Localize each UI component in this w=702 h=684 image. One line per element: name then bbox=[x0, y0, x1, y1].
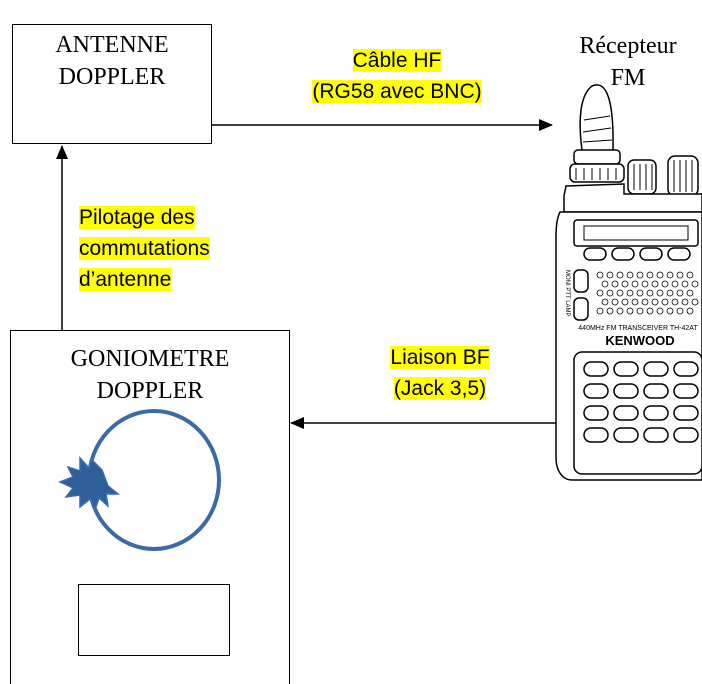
goniometer-box-line1: GONIOMETRE bbox=[70, 346, 230, 372]
goniometer-doppler-box: GONIOMETRE DOPPLER bbox=[10, 330, 290, 684]
antenna-box-line1: ANTENNE bbox=[55, 32, 169, 58]
bf-link-line2: (Jack 3,5) bbox=[393, 377, 487, 400]
antenna-box-line2: DOPPLER bbox=[58, 64, 166, 90]
kenwood-radio-icon bbox=[555, 84, 702, 481]
receiver-label-line1: Récepteur bbox=[579, 33, 677, 59]
control-line2: commutations bbox=[79, 237, 210, 260]
radio-brand-label: KENWOOD bbox=[605, 333, 674, 348]
control-line3: d’antenne bbox=[79, 268, 172, 291]
goniometer-box-line2: DOPPLER bbox=[96, 378, 204, 404]
hf-cable-line1: Câble HF bbox=[352, 49, 442, 72]
bf-link-line1: Liaison BF bbox=[390, 346, 490, 369]
hf-cable-line2: (RG58 avec BNC) bbox=[312, 80, 482, 103]
control-line1: Pilotage des bbox=[79, 206, 195, 229]
radio-side-label: MONI PTT LAMP bbox=[564, 270, 570, 317]
goniometer-display-screen bbox=[78, 584, 230, 656]
hf-cable-label: Câble HF (RG58 avec BNC) bbox=[262, 45, 532, 107]
bf-link-label: Liaison BF (Jack 3,5) bbox=[360, 342, 520, 404]
radio-model-label: 440MHz FM TRANSCEIVER TH-42AT bbox=[578, 325, 698, 332]
receiver-label: Récepteur FM bbox=[556, 30, 700, 94]
antenna-control-label: Pilotage des commutations d’antenne bbox=[79, 202, 279, 295]
receiver-label-line2: FM bbox=[610, 65, 646, 91]
antenna-doppler-box: ANTENNE DOPPLER bbox=[12, 24, 212, 144]
